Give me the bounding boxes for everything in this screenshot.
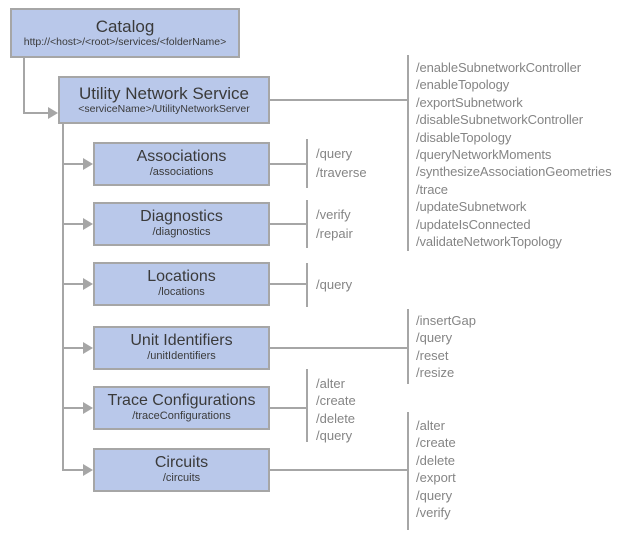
tick-service-ops [407,55,409,251]
connector-service-ops [268,99,407,101]
op-item: /resize [416,365,455,381]
ops-list-associations: /query /traverse [316,144,367,182]
arrow-into-associations-icon [83,158,93,170]
ops-list-service: /enableSubnetworkController /enableTopol… [416,59,612,250]
arrow-into-diagnostics-icon [83,218,93,230]
op-item: /query [316,428,353,444]
node-utility-network-service: Utility Network Service <serviceName>/Ut… [58,76,270,124]
connector-service-trunk [62,123,64,470]
tick-circuits-ops [407,412,409,530]
op-item: /reset [416,347,449,363]
op-item: /validateNetworkTopology [416,234,562,250]
node-circuits: Circuits /circuits [93,448,270,492]
circuits-title: Circuits [154,453,209,471]
ops-list-diagnostics: /verify /repair [316,205,353,243]
connector-trace-configurations-ops [268,407,306,409]
op-item: /enableSubnetworkController [416,60,581,75]
op-item: /repair [316,226,353,241]
connector-locations-ops [268,283,306,285]
connector-catalog-horizontal [23,112,48,114]
arrow-into-service-icon [48,107,58,119]
arrow-into-unit-identifiers-icon [83,342,93,354]
connector-associations-ops [268,163,306,165]
node-trace-configurations: Trace Configurations /traceConfiguration… [93,386,270,430]
branch-trace-configurations [62,407,83,409]
op-item: /traverse [316,165,367,180]
op-item: /query [416,330,453,346]
branch-diagnostics [62,223,83,225]
op-item: /enableTopology [416,77,510,93]
connector-diagnostics-ops [268,223,306,225]
ops-list-circuits: /alter /create /delete /export /query /v… [416,417,456,521]
arrow-into-locations-icon [83,278,93,290]
ops-list-locations: /query [316,275,352,294]
trace-configurations-title: Trace Configurations [107,391,256,409]
branch-unit-identifiers [62,347,83,349]
op-item: /create [416,435,456,451]
unit-identifiers-title: Unit Identifiers [130,331,233,349]
circuits-path: /circuits [162,472,201,485]
op-item: /exportSubnetwork [416,94,523,110]
associations-path: /associations [149,166,214,179]
op-item: /queryNetworkMoments [416,147,552,163]
op-item: /delete [416,452,456,468]
unit-identifiers-path: /unitIdentifiers [147,350,216,363]
op-item: /query [416,487,453,503]
catalog-url: http://<host>/<root>/services/<folderNam… [23,36,227,49]
diagnostics-path: /diagnostics [152,226,211,239]
node-catalog: Catalog http://<host>/<root>/services/<f… [10,8,240,58]
op-item: /updateSubnetwork [416,199,527,215]
op-item: /disableSubnetworkController [416,112,584,128]
associations-title: Associations [136,147,227,165]
catalog-title: Catalog [95,16,155,36]
op-item: /delete [316,410,356,426]
ops-list-unit-identifiers: /insertGap /query /reset /resize [416,312,476,382]
diagnostics-title: Diagnostics [140,207,223,225]
tick-unit-identifiers-ops [407,309,409,384]
locations-title: Locations [147,267,216,285]
tick-associations-ops [306,139,308,188]
op-item: /disableTopology [416,129,512,145]
op-item: /verify [416,505,451,521]
node-locations: Locations /locations [93,262,270,306]
locations-path: /locations [158,286,205,299]
op-item: /export [416,470,456,486]
op-item: /alter [316,376,345,391]
branch-circuits [62,469,83,471]
trace-configurations-path: /traceConfigurations [132,410,231,423]
tick-diagnostics-ops [306,200,308,248]
op-item: /updateIsConnected [416,216,531,232]
op-item: /verify [316,207,351,222]
node-diagnostics: Diagnostics /diagnostics [93,202,270,246]
connector-circuits-ops [268,469,407,471]
ops-list-trace-configurations: /alter /create /delete /query [316,375,356,445]
connector-unit-identifiers-ops [268,347,407,349]
op-item: /query [316,277,353,292]
node-unit-identifiers: Unit Identifiers /unitIdentifiers [93,326,270,370]
service-path: <serviceName>/UtilityNetworkServer [78,103,250,116]
op-item: /trace [416,181,448,197]
connector-catalog-vertical [23,56,25,114]
tick-trace-configurations-ops [306,369,308,442]
op-item: /synthesizeAssociationGeometries [416,164,612,180]
op-item: /alter [416,418,445,433]
arrow-into-circuits-icon [83,464,93,476]
service-title: Utility Network Service [78,83,250,103]
op-item: /query [316,146,353,161]
branch-associations [62,163,83,165]
op-item: /create [316,393,356,409]
arrow-into-trace-configurations-icon [83,402,93,414]
op-item: /insertGap [416,313,476,328]
tick-locations-ops [306,263,308,307]
node-associations: Associations /associations [93,142,270,186]
branch-locations [62,283,83,285]
